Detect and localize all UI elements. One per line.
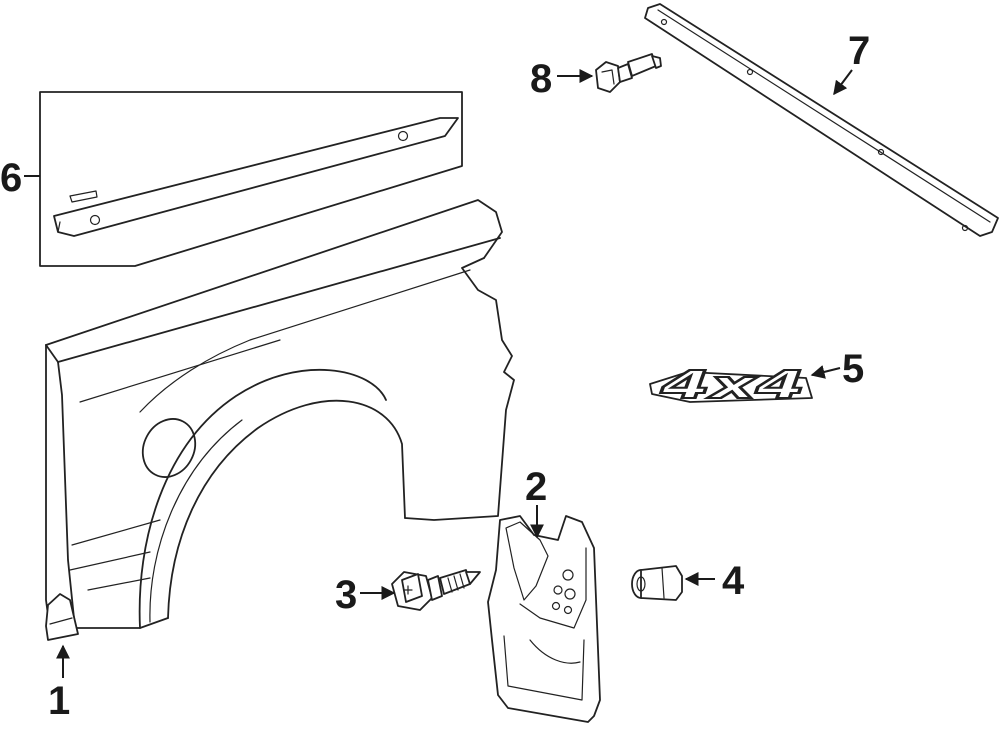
callout-4: 4 xyxy=(722,559,745,603)
screw-fastener xyxy=(391,569,481,611)
push-clip xyxy=(631,565,683,601)
callout-8: 8 xyxy=(530,57,552,101)
fender-panel xyxy=(45,199,515,641)
callout-arrows xyxy=(24,69,853,678)
callout-7: 7 xyxy=(848,29,870,73)
emblem-4x4: 4x4 xyxy=(649,362,813,408)
callout-5: 5 xyxy=(842,347,864,391)
mud-flap xyxy=(487,515,601,723)
callout-3: 3 xyxy=(335,573,357,617)
emblem-text: 4x4 xyxy=(659,363,805,407)
molding-inset-box xyxy=(39,91,463,267)
callout-6: 6 xyxy=(0,156,22,200)
callout-1: 1 xyxy=(48,679,70,723)
bed-rail-trim xyxy=(644,3,999,237)
callout-2: 2 xyxy=(525,465,547,509)
bolt-fastener xyxy=(595,53,662,93)
